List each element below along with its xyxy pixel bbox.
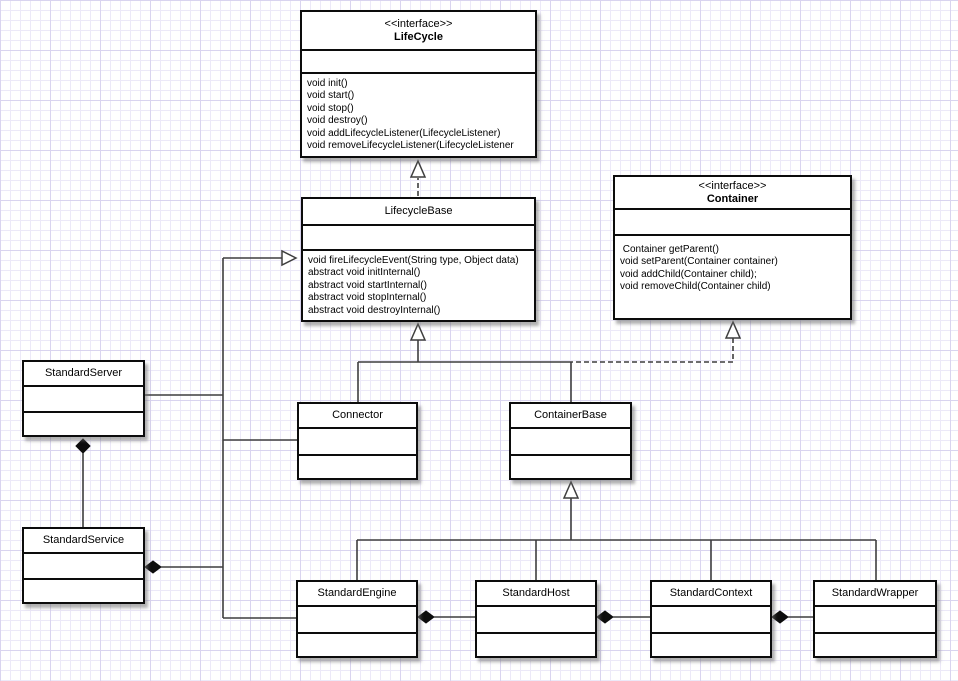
class-box-lifecycle: <<interface>> LifeCycle void init() void… — [300, 10, 537, 158]
edge-composition-standardservice — [144, 560, 223, 574]
methods-compartment: Container getParent() void setParent(Con… — [615, 234, 850, 318]
class-title: StandardService — [24, 529, 143, 552]
class-box-standardcontext: StandardContext — [650, 580, 772, 658]
method-line: void fireLifecycleEvent(String type, Obj… — [308, 255, 519, 266]
attributes-compartment — [477, 605, 595, 632]
attributes-compartment — [652, 605, 770, 632]
methods-compartment — [652, 632, 770, 656]
attributes-compartment — [24, 552, 143, 578]
edge-generalization-connector-containerbase-lifecyclebase — [357, 322, 572, 402]
class-title: StandardContext — [652, 582, 770, 605]
methods-compartment — [24, 578, 143, 602]
class-title: Connector — [299, 404, 416, 427]
method-line: void start() — [307, 90, 355, 102]
edge-realization-containerbase-container — [571, 320, 742, 363]
class-box-container: <<interface>> Container Container getPar… — [613, 175, 852, 320]
attributes-compartment — [615, 208, 850, 234]
attributes-compartment — [302, 49, 535, 72]
class-title: LifecycleBase — [303, 199, 534, 224]
method-line: Container getParent() — [620, 244, 719, 255]
attributes-compartment — [511, 427, 630, 454]
class-title: <<interface>> Container — [615, 177, 850, 208]
class-title: <<interface>> LifeCycle — [302, 12, 535, 49]
methods-compartment — [511, 454, 630, 478]
method-line: void init() — [307, 78, 348, 89]
class-title: StandardWrapper — [815, 582, 935, 605]
method-line: void setParent(Container container) — [620, 256, 778, 268]
stereotype-label: <<interface>> — [698, 179, 767, 192]
class-name: StandardContext — [669, 587, 753, 599]
class-name: LifeCycle — [394, 30, 443, 43]
class-box-standardengine: StandardEngine — [296, 580, 418, 658]
class-name: Container — [706, 192, 759, 205]
class-title: ContainerBase — [511, 404, 630, 427]
edge-composition-standardhost-standardcontext — [596, 610, 650, 624]
method-line: abstract void stopInternal() — [308, 292, 427, 304]
attributes-compartment — [298, 605, 416, 632]
methods-compartment — [477, 632, 595, 656]
method-line: abstract void initInternal() — [308, 267, 421, 279]
method-line: void addChild(Container child); — [620, 268, 757, 280]
attributes-compartment — [303, 224, 534, 249]
class-title: StandardServer — [24, 362, 143, 385]
class-name: StandardService — [42, 534, 125, 546]
class-name: ContainerBase — [534, 409, 607, 421]
edge-generalization-bottomrow-containerbase — [356, 480, 877, 580]
edge-realization-lifecyclebase-lifecycle — [409, 159, 427, 196]
method-line: void stop() — [307, 102, 354, 114]
methods-compartment — [815, 632, 935, 656]
methods-compartment — [299, 454, 416, 478]
class-name: LifecycleBase — [384, 205, 453, 217]
edge-composition-standardcontext-standardwrapper — [771, 610, 813, 624]
methods-compartment — [24, 411, 143, 435]
class-box-containerbase: ContainerBase — [509, 402, 632, 480]
method-line: void addLifecycleListener(LifecycleListe… — [307, 127, 501, 139]
method-line: void destroy() — [307, 115, 368, 127]
class-box-standardserver: StandardServer — [22, 360, 145, 437]
class-title: StandardEngine — [298, 582, 416, 605]
class-box-standardhost: StandardHost — [475, 580, 597, 658]
class-title: StandardHost — [477, 582, 595, 605]
edge-generalization-bus-lifecyclebase — [145, 249, 298, 619]
class-box-standardwrapper: StandardWrapper — [813, 580, 937, 658]
methods-compartment — [298, 632, 416, 656]
class-box-standardservice: StandardService — [22, 527, 145, 604]
method-line: void removeChild(Container child) — [620, 281, 771, 293]
attributes-compartment — [299, 427, 416, 454]
method-line: abstract void destroyInternal() — [308, 304, 441, 316]
class-name: Connector — [332, 409, 383, 421]
methods-compartment: void fireLifecycleEvent(String type, Obj… — [303, 249, 534, 320]
edge-composition-standardengine-standardhost — [417, 610, 475, 624]
attributes-compartment — [815, 605, 935, 632]
method-line: void removeLifecycleListener(LifecycleLi… — [307, 140, 514, 152]
method-line: abstract void startInternal() — [308, 279, 427, 291]
attributes-compartment — [24, 385, 143, 411]
class-box-connector: Connector — [297, 402, 418, 480]
methods-compartment: void init() void start() void stop() voi… — [302, 72, 535, 156]
stereotype-label: <<interface>> — [384, 17, 453, 30]
class-name: StandardHost — [502, 587, 570, 599]
class-name: StandardEngine — [317, 587, 397, 599]
class-name: StandardServer — [44, 367, 123, 379]
class-name: StandardWrapper — [831, 587, 919, 599]
class-box-lifecyclebase: LifecycleBase void fireLifecycleEvent(St… — [301, 197, 536, 322]
edge-composition-standardserver-standardservice — [75, 438, 91, 527]
